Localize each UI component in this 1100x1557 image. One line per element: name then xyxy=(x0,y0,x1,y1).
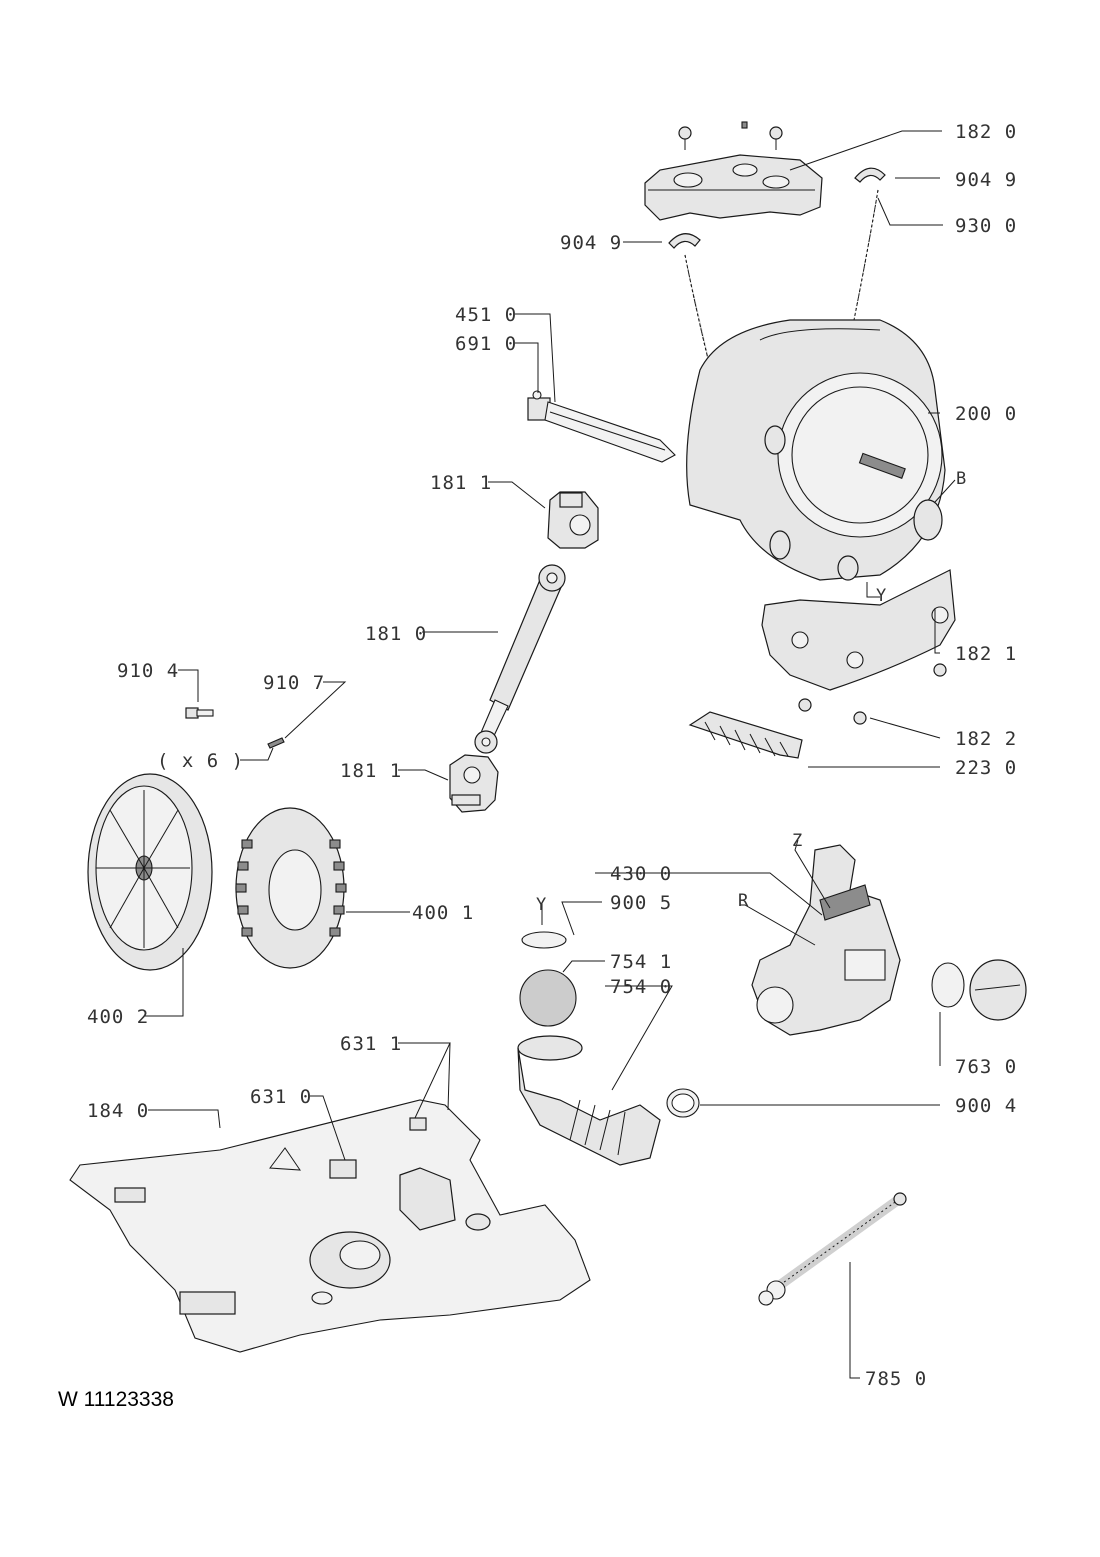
callout-430-0: 430 0 xyxy=(610,863,672,885)
hose-clamp-900-4 xyxy=(666,1088,700,1118)
callout-181-1-bottom: 181 1 xyxy=(340,760,402,782)
shock-absorber xyxy=(474,564,566,754)
counterweight-front xyxy=(761,569,956,691)
inlet-hose xyxy=(758,1192,907,1306)
callout-754-0: 754 0 xyxy=(610,976,672,998)
axis-letter-r: R xyxy=(738,891,749,911)
callout-182-1: 182 1 xyxy=(955,643,1017,665)
tub-part xyxy=(686,319,946,581)
shock-bracket-top xyxy=(547,491,599,549)
top-screws xyxy=(678,121,783,150)
callout-184-0: 184 0 xyxy=(87,1100,149,1122)
ball-valve xyxy=(519,969,577,1027)
callout-x6: ( x 6 ) xyxy=(157,750,244,772)
callout-904-9-left: 904 9 xyxy=(560,232,622,254)
callout-181-0: 181 0 xyxy=(365,623,427,645)
callout-223-0: 223 0 xyxy=(955,757,1017,779)
callout-631-1: 631 1 xyxy=(340,1033,402,1055)
callout-900-5: 900 5 xyxy=(610,892,672,914)
screw-part xyxy=(267,737,285,749)
seal-ring xyxy=(521,931,567,949)
pump-filter xyxy=(931,959,1027,1021)
document-code: W 11123338 xyxy=(58,1388,174,1411)
heater-element xyxy=(527,390,676,463)
callout-754-1: 754 1 xyxy=(610,951,672,973)
hose-clamp-right xyxy=(854,167,886,183)
axis-letter-b: B xyxy=(956,469,966,489)
sump-hose xyxy=(517,1035,661,1166)
shock-bracket-bottom xyxy=(449,754,499,813)
leader-lines xyxy=(145,130,956,1379)
drain-pump xyxy=(751,844,901,1036)
callout-451-0: 451 0 xyxy=(455,304,517,326)
callout-400-2: 400 2 xyxy=(87,1006,149,1028)
callout-900-4: 900 4 xyxy=(955,1095,1017,1117)
counterweight-screws xyxy=(798,663,947,725)
callout-181-1-top: 181 1 xyxy=(430,472,492,494)
callout-182-0: 182 0 xyxy=(955,121,1017,143)
callout-182-2: 182 2 xyxy=(955,728,1017,750)
hose-clamp-left xyxy=(668,233,701,249)
axis-letter-y-mid: Y xyxy=(536,895,546,915)
base-plate xyxy=(69,1099,591,1353)
rotor-part xyxy=(87,773,213,971)
callout-930-0: 930 0 xyxy=(955,215,1017,237)
counterweight-top-part xyxy=(644,154,823,221)
callout-910-7: 910 7 xyxy=(263,672,325,694)
damper-strip xyxy=(688,711,803,759)
callout-904-9-right: 904 9 xyxy=(955,169,1017,191)
callout-400-1: 400 1 xyxy=(412,902,474,924)
callout-910-4: 910 4 xyxy=(117,660,179,682)
axis-letter-y-top: Y xyxy=(876,586,886,606)
callout-785-0: 785 0 xyxy=(865,1368,927,1390)
callout-200-0: 200 0 xyxy=(955,403,1017,425)
callout-631-0: 631 0 xyxy=(250,1086,312,1108)
callout-691-0: 691 0 xyxy=(455,333,517,355)
callout-labels: 182 0 904 9 930 0 904 9 451 0 691 0 200 … xyxy=(87,121,1017,1390)
axis-letter-z: Z xyxy=(792,831,802,851)
bolt-part xyxy=(185,707,214,719)
stator-part xyxy=(235,807,347,969)
callout-763-0: 763 0 xyxy=(955,1056,1017,1078)
